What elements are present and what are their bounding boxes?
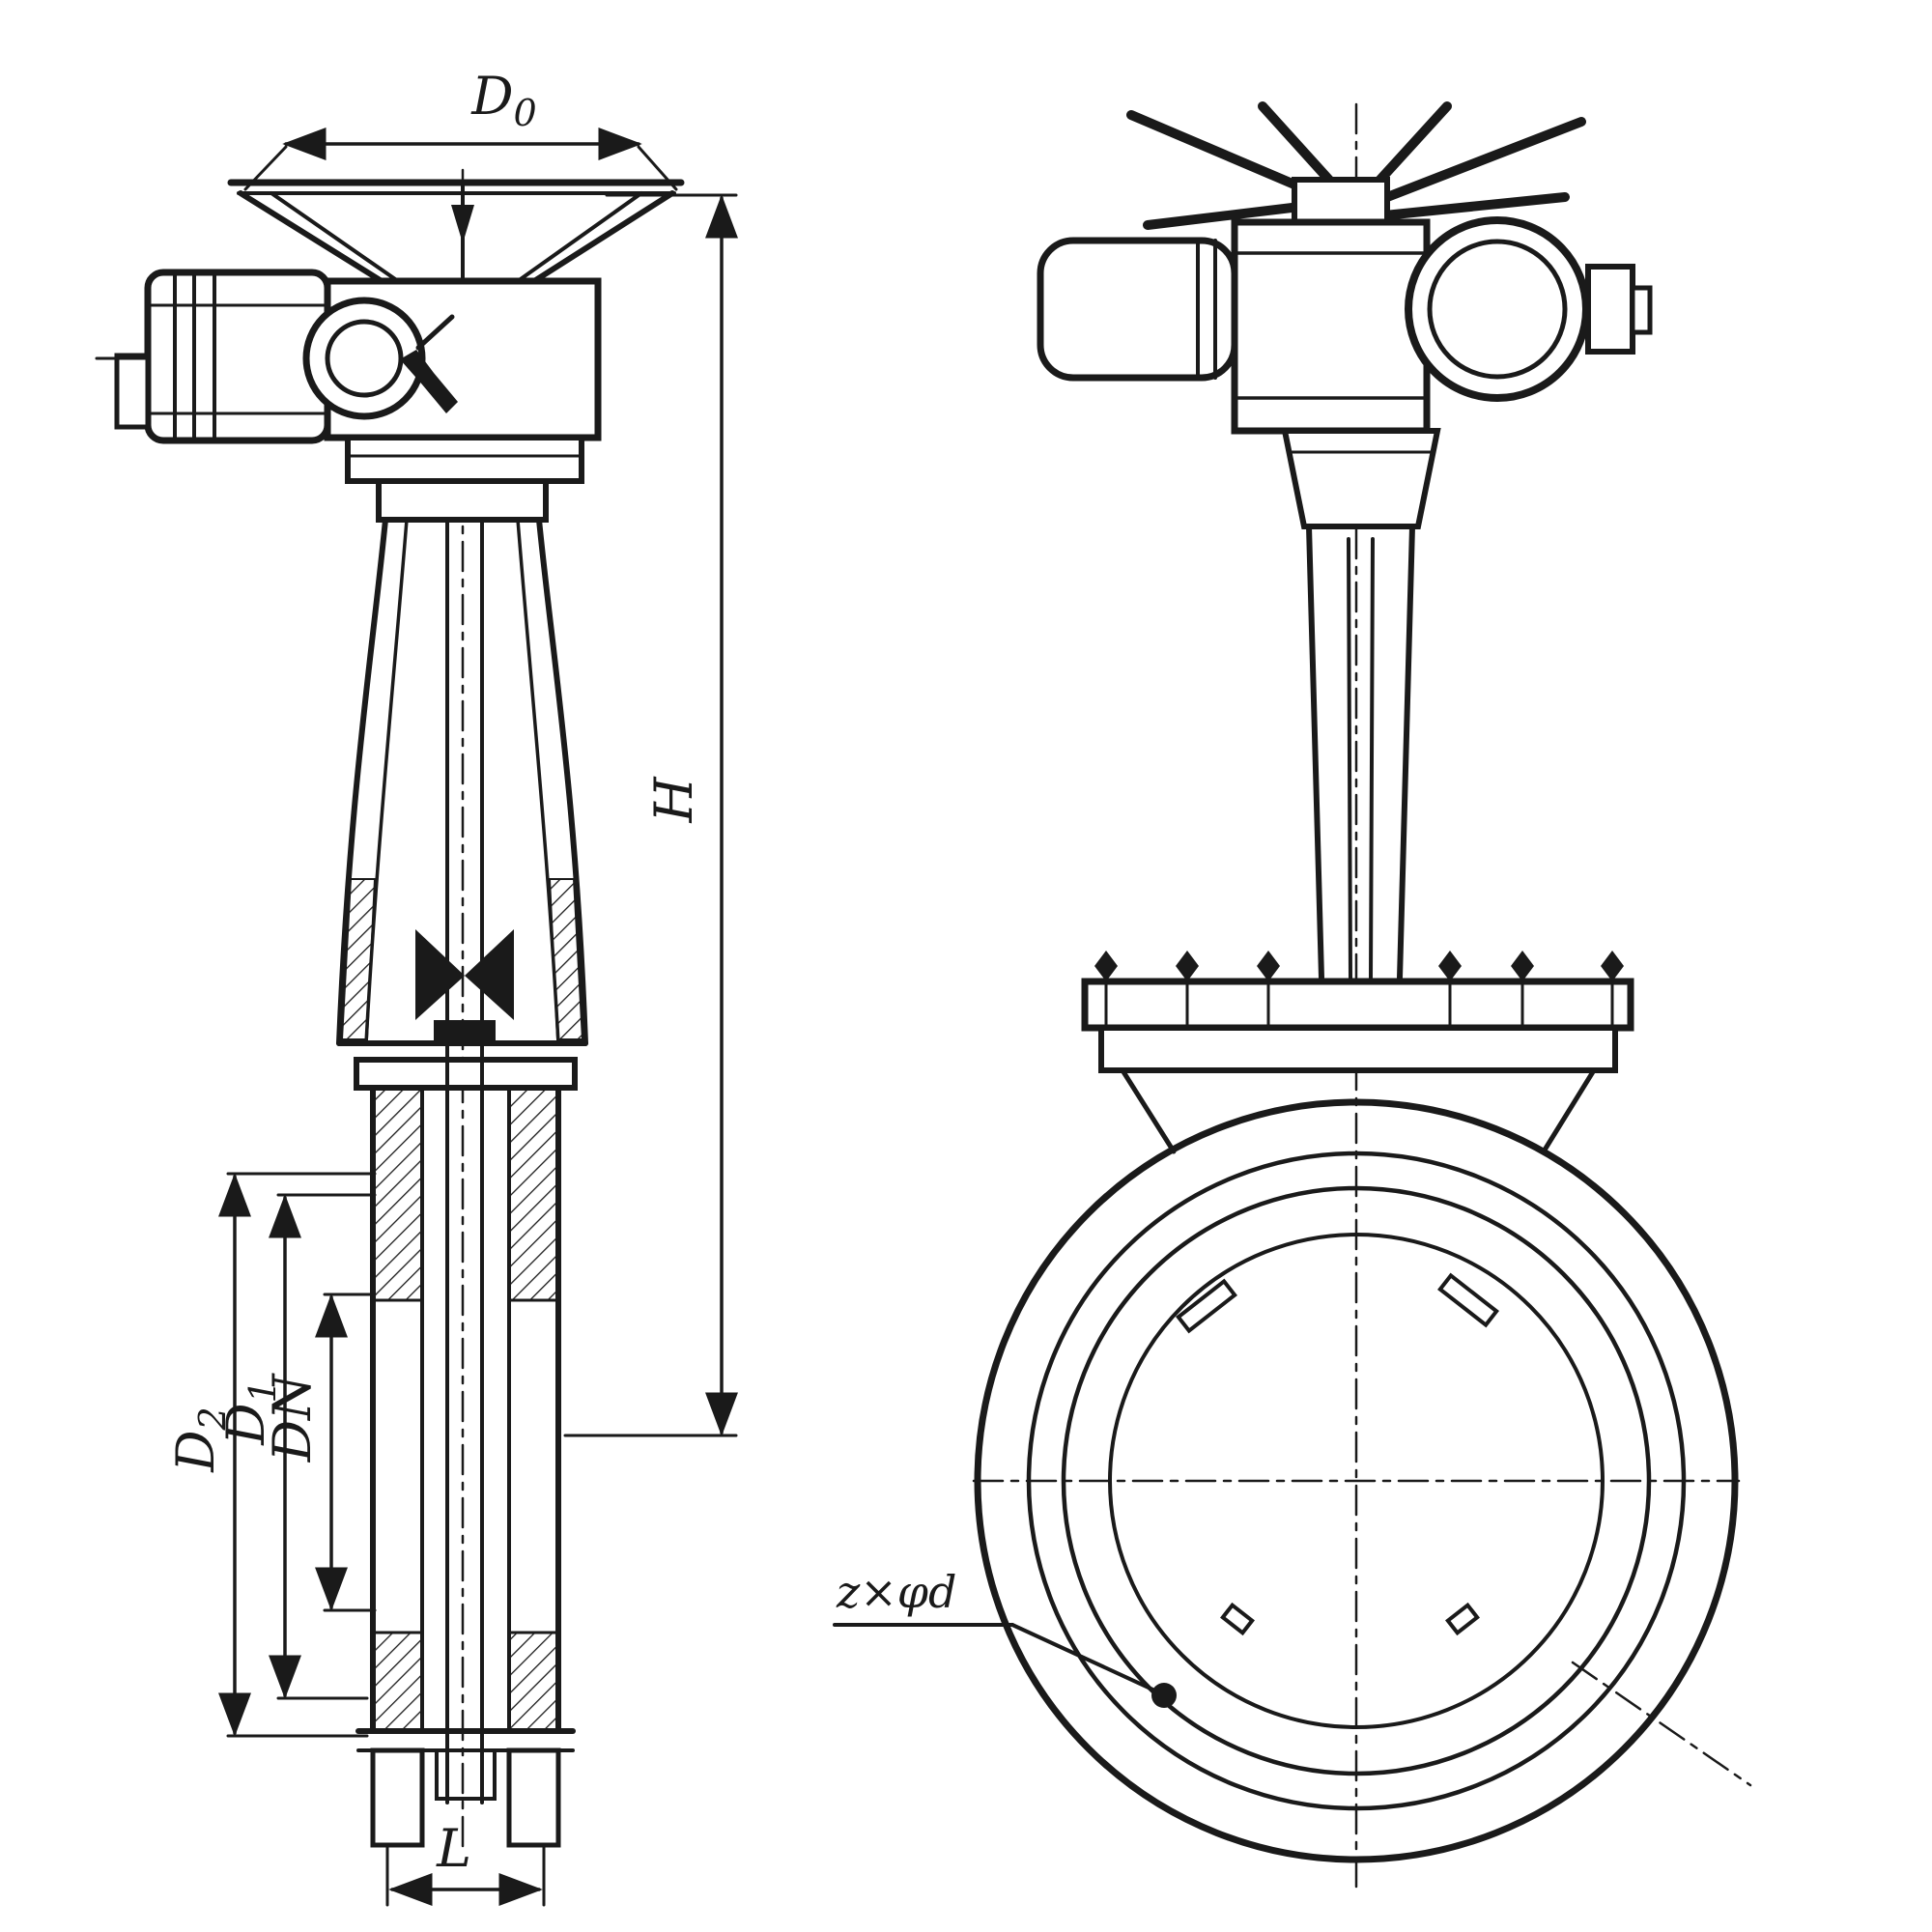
gate-blade-and-packing [415,518,514,1804]
body-flange-circles [974,1098,1752,1863]
dimension-dn [314,1293,377,1612]
actuator-front [1037,216,1653,529]
bolt-hole-marker [1151,1683,1177,1708]
diagonal-centerline [1571,1661,1752,1787]
motor-terminal-box [114,353,151,430]
dim-label-d0: D0 [470,66,536,134]
bonnet-flange-front [1081,951,1634,1154]
dimension-l [385,1845,546,1907]
yoke-bell [336,517,588,1091]
seat-channel [435,1748,497,1801]
limit-switch-box [1585,264,1635,355]
dim-label-h: H [643,777,704,824]
actuator-motor-front [1037,237,1238,382]
bolt-circle [1061,1185,1652,1776]
stem-column-front [1306,524,1415,980]
limit-switch-knob [1630,285,1653,335]
handwheel-side [227,179,685,284]
flange-raised-face-circle [1026,1151,1687,1811]
side-handwheel-inner [1427,239,1568,380]
actuator-side [95,269,602,523]
right-view-front-elevation [833,101,1752,1893]
packing-right [465,929,514,1020]
shoulder-right [1541,1067,1597,1154]
shoulder-left [1120,1067,1177,1154]
stem-top-arrow [451,205,474,243]
bonnet-flange [354,1057,578,1091]
side-handwheel-outer [1405,216,1590,402]
bore-circle [1108,1233,1605,1729]
body-wall-hatch-left-lower [372,1632,423,1732]
mounting-bracket [1281,428,1441,529]
yoke-leg-hatch-left [340,878,377,1040]
flange-outer-circle [974,1098,1739,1863]
seat-slot-upper-right [1437,1272,1499,1328]
body-wall-hatch-left-upper [372,1087,423,1301]
dimension-d2 [217,1172,377,1738]
body-wall-hatch-right-lower [508,1632,559,1732]
bolt-note-label: z×φd [836,1566,956,1618]
stem-housing-neck [376,478,549,523]
foot-left [370,1747,425,1848]
dim-label-d2: D2 [165,1406,234,1472]
dimension-h [563,193,739,1437]
dimension-d1 [268,1193,377,1700]
seat-slot-upper-left [1176,1278,1237,1334]
bonnet-bolts [1094,951,1624,981]
foot-right [506,1747,561,1848]
actuator-port-inner [325,319,404,398]
left-view-side-section [95,127,739,1907]
seat-slot-lower-right [1445,1602,1480,1636]
declutch-lever [400,350,458,413]
actuator-base [345,435,584,484]
dim-label-d1: D1 [215,1379,284,1445]
bottom-flange [355,1728,576,1848]
body-wall-hatch-right-upper [508,1087,559,1301]
seat-slot-lower-left [1220,1602,1255,1636]
dim-label-dn: DN [262,1373,323,1463]
dimension-d0 [243,127,678,191]
bolt-note-leader [833,1623,1177,1708]
dim-label-l: L [436,1818,471,1879]
yoke-leg-hatch-right [548,878,584,1040]
stem-nut [434,1020,496,1045]
packing-left [415,929,465,1020]
dimension-labels: D0 H D2 D1 DN L z×φd [165,66,956,1879]
